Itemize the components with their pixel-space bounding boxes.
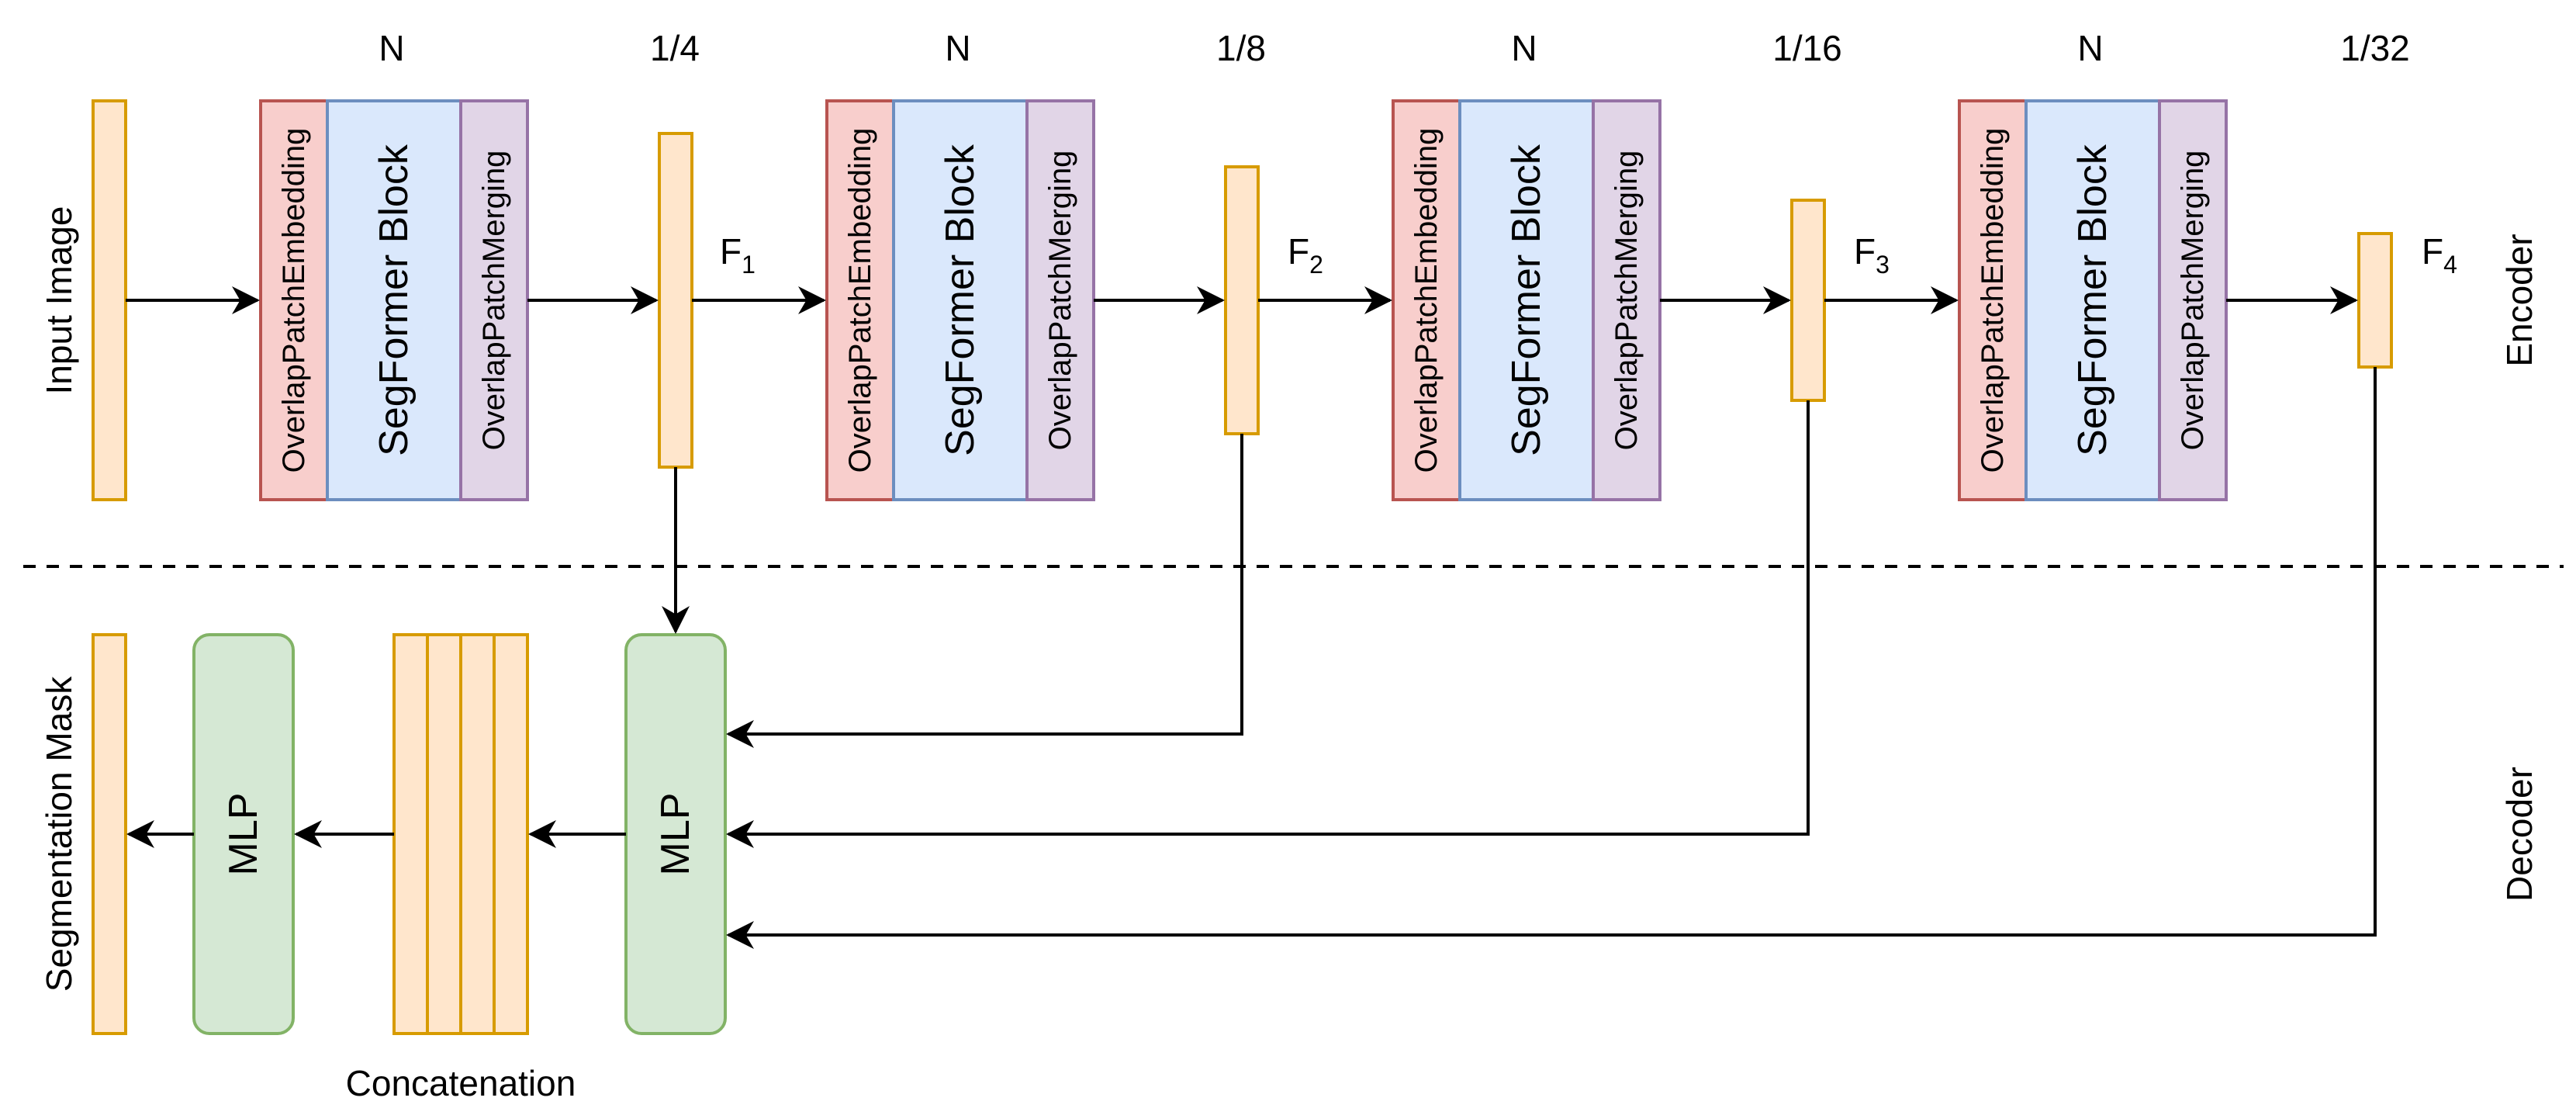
stage-2-count: N bbox=[945, 28, 970, 68]
concatenation-stack bbox=[392, 633, 529, 1035]
stage-4-block-label: SegFormer Block bbox=[2070, 144, 2115, 456]
stage-1-block-box bbox=[326, 99, 462, 501]
stage-4-embedding-label: OverlapPatchEmbedding bbox=[1976, 128, 2010, 473]
stage-2-scale: 1/8 bbox=[1216, 28, 1266, 68]
stage-1-embedding-label: OverlapPatchEmbedding bbox=[277, 128, 311, 473]
concat-feature-4 bbox=[493, 633, 529, 1035]
stage-1-scale: 1/4 bbox=[650, 28, 700, 68]
stage-3-merging-label: OverlapPatchMerging bbox=[1610, 151, 1644, 451]
stage-2: N OverlapPatchEmbedding SegFormer Block … bbox=[825, 28, 1323, 501]
feature-f1-label: F1 bbox=[720, 231, 756, 279]
decoder-label: Decoder bbox=[2499, 767, 2540, 902]
feature-f1 bbox=[658, 132, 693, 469]
stage-1: N OverlapPatchEmbedding SegFormer Block … bbox=[259, 28, 756, 501]
feature-f3-label: F3 bbox=[1854, 231, 1890, 279]
stage-2-merging-box bbox=[1025, 99, 1095, 501]
feature-f2-label: F2 bbox=[1288, 231, 1323, 279]
stage-3-embedding-label: OverlapPatchEmbedding bbox=[1409, 128, 1444, 473]
feature-f4-label: F4 bbox=[2422, 231, 2457, 279]
feature-f4 bbox=[2357, 232, 2393, 369]
stage-3-count: N bbox=[1511, 28, 1537, 68]
stage-1-merging-box bbox=[459, 99, 529, 501]
stage-4: N OverlapPatchEmbedding SegFormer Block … bbox=[1958, 28, 2457, 501]
input-image-label: Input Image bbox=[39, 206, 79, 395]
stage-4-embedding-box bbox=[1958, 99, 2028, 501]
stage-1-merging-label: OverlapPatchMerging bbox=[477, 151, 511, 451]
concat-feature-1 bbox=[392, 633, 429, 1035]
stage-4-count: N bbox=[2077, 28, 2103, 68]
segmentation-mask-label: Segmentation Mask bbox=[39, 676, 79, 992]
stage-4-scale: 1/32 bbox=[2340, 28, 2410, 68]
stage-3-block-box bbox=[1458, 99, 1595, 501]
input-image-feature bbox=[92, 99, 127, 501]
stage-2-embedding-label: OverlapPatchEmbedding bbox=[843, 128, 877, 473]
stage-4-merging-label: OverlapPatchMerging bbox=[2176, 151, 2210, 451]
concat-feature-3 bbox=[459, 633, 496, 1035]
stage-2-merging-label: OverlapPatchMerging bbox=[1043, 151, 1077, 451]
stage-3-scale: 1/16 bbox=[1772, 28, 1842, 68]
arrow-f4-to-mlp bbox=[726, 367, 2377, 949]
arrow-f3-to-mlp bbox=[726, 400, 1810, 848]
feature-f3 bbox=[1790, 199, 1826, 402]
stage-3-merging-box bbox=[1592, 99, 1661, 501]
mlp-fusion-label: MLP bbox=[653, 793, 698, 876]
decoder-arrows bbox=[126, 367, 2377, 949]
feature-f2 bbox=[1224, 165, 1260, 435]
concat-feature-2 bbox=[426, 633, 462, 1035]
concatenation-label: Concatenation bbox=[346, 1063, 576, 1103]
stage-3-block-label: SegFormer Block bbox=[1504, 144, 1549, 456]
stage-2-block-box bbox=[892, 99, 1029, 501]
stage-3-embedding-box bbox=[1392, 99, 1461, 501]
stage-4-merging-box bbox=[2158, 99, 2228, 501]
stage-1-embedding-box bbox=[259, 99, 329, 501]
segmentation-mask-feature bbox=[92, 633, 127, 1035]
mlp-final-label: MLP bbox=[221, 793, 266, 876]
encoder-label: Encoder bbox=[2499, 234, 2540, 366]
stage-1-block-label: SegFormer Block bbox=[372, 144, 417, 456]
stage-2-block-label: SegFormer Block bbox=[938, 144, 983, 456]
stage-1-count: N bbox=[379, 28, 404, 68]
stage-3: N OverlapPatchEmbedding SegFormer Block … bbox=[1392, 28, 1890, 501]
arrow-f2-to-mlp bbox=[726, 434, 1243, 748]
